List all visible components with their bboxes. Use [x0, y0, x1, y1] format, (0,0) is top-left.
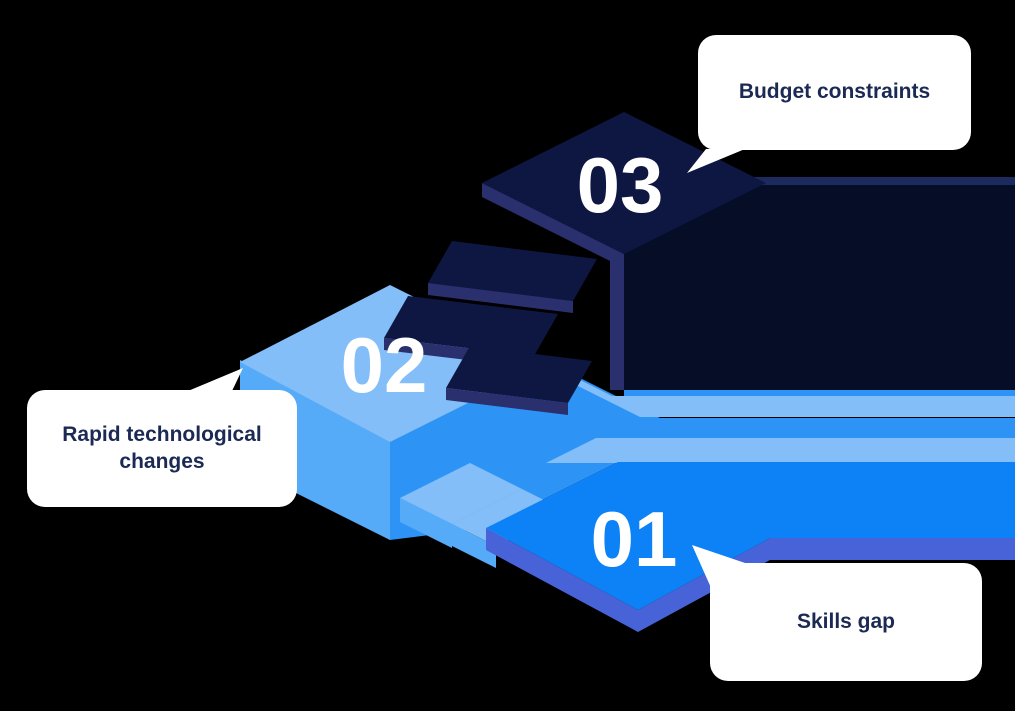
upper-tread-1-top [428, 241, 597, 301]
callout-rapid-technological-changes: Rapid technological changes [27, 390, 297, 507]
upper-tread-2-top [384, 296, 558, 356]
upper-tread-1-rim [428, 283, 573, 313]
callout-skills-label: Skills gap [796, 609, 896, 633]
callout-budget-label: Budget constraints [738, 80, 931, 104]
upper-tread-3-top [446, 346, 592, 403]
callout-rapid-tail [188, 368, 243, 391]
step-01-top-face [486, 462, 1015, 610]
step-01-rim [486, 528, 1015, 632]
callout-budget-constraints: Budget constraints [698, 35, 971, 150]
callout-budget-tail [687, 149, 745, 173]
step-01-number: 01 [591, 495, 678, 583]
lower-tread-2-face [452, 524, 496, 568]
upper-tread-3-rim [446, 388, 568, 415]
step-03-top-face [482, 112, 766, 254]
lower-tread-1-face [400, 498, 452, 548]
step-03-column [610, 254, 624, 390]
step-03-panel-rim [695, 177, 1015, 185]
callout-skills-gap: Skills gap [710, 563, 982, 681]
step-03-left-rim [482, 183, 624, 268]
callout-rapid-label: Rapid technological changes [62, 423, 262, 473]
middle-tread-top [546, 438, 1015, 463]
step-03-side-panel [624, 184, 1015, 390]
step-02-edge-strip [624, 390, 1015, 397]
step-03-number: 03 [577, 141, 664, 229]
lower-tread-1-top [400, 463, 522, 524]
step-02-number: 02 [341, 321, 428, 409]
